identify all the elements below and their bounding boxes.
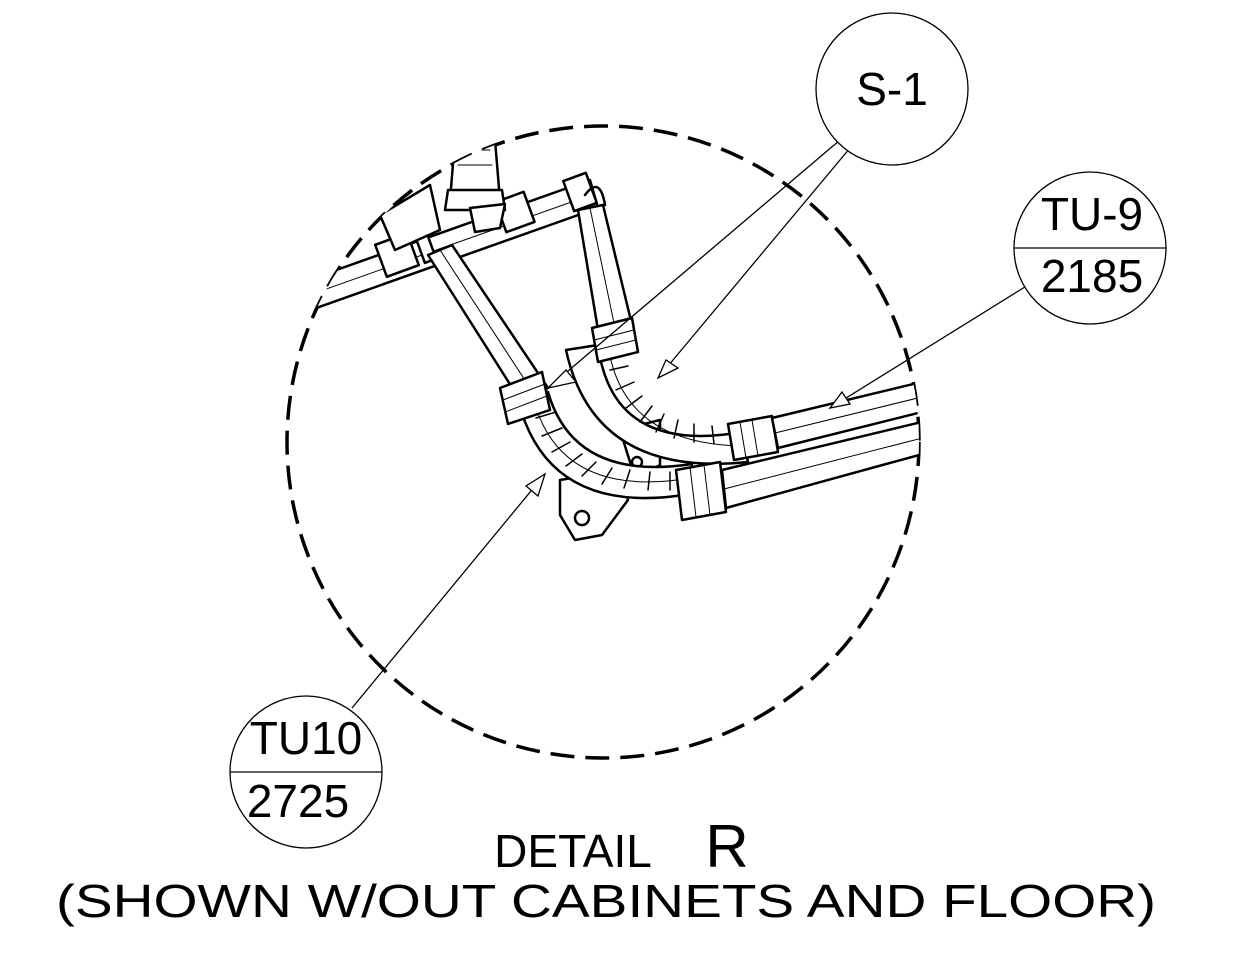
detail-title-prefix: DETAIL bbox=[494, 825, 652, 877]
callout-tu9-part: TU-9 bbox=[1041, 188, 1143, 240]
leader-s1-right-arrow bbox=[656, 359, 680, 380]
leader-s1-left-arrow bbox=[545, 369, 578, 390]
leader-lines bbox=[351, 139, 1029, 709]
leader-tu9-arrow bbox=[828, 390, 852, 409]
callout-tu10-part: TU10 bbox=[250, 712, 362, 764]
callout-tu9: TU-9 2185 bbox=[1013, 171, 1167, 325]
piping-assembly bbox=[287, 138, 919, 542]
callout-tu10-qty: 2725 bbox=[247, 775, 349, 827]
leader-tu10-arrow bbox=[524, 472, 547, 498]
leader-s1-right bbox=[657, 147, 851, 379]
callout-tu10: TU10 2725 bbox=[229, 695, 383, 849]
inner-flex-bend bbox=[564, 343, 750, 466]
right-horizontal-pipes bbox=[720, 378, 919, 510]
leader-tu10 bbox=[351, 473, 546, 709]
leader-tu9 bbox=[829, 284, 1029, 409]
valve-fitting bbox=[378, 138, 507, 252]
callout-s1-label: S-1 bbox=[856, 63, 928, 115]
bend-couplings bbox=[498, 316, 780, 522]
callout-s1: S-1 bbox=[815, 12, 969, 166]
right-descending-pipe bbox=[576, 185, 634, 332]
callout-tu9-qty: 2185 bbox=[1041, 250, 1143, 302]
detail-title-letter: R bbox=[705, 813, 748, 880]
detail-title: DETAIL R (SHOWN W/OUT CABINETS AND FLOOR… bbox=[56, 813, 1156, 927]
detail-subtitle: (SHOWN W/OUT CABINETS AND FLOOR) bbox=[56, 875, 1156, 927]
leader-s1-left bbox=[547, 139, 841, 389]
upper-left-pipe bbox=[287, 171, 600, 320]
